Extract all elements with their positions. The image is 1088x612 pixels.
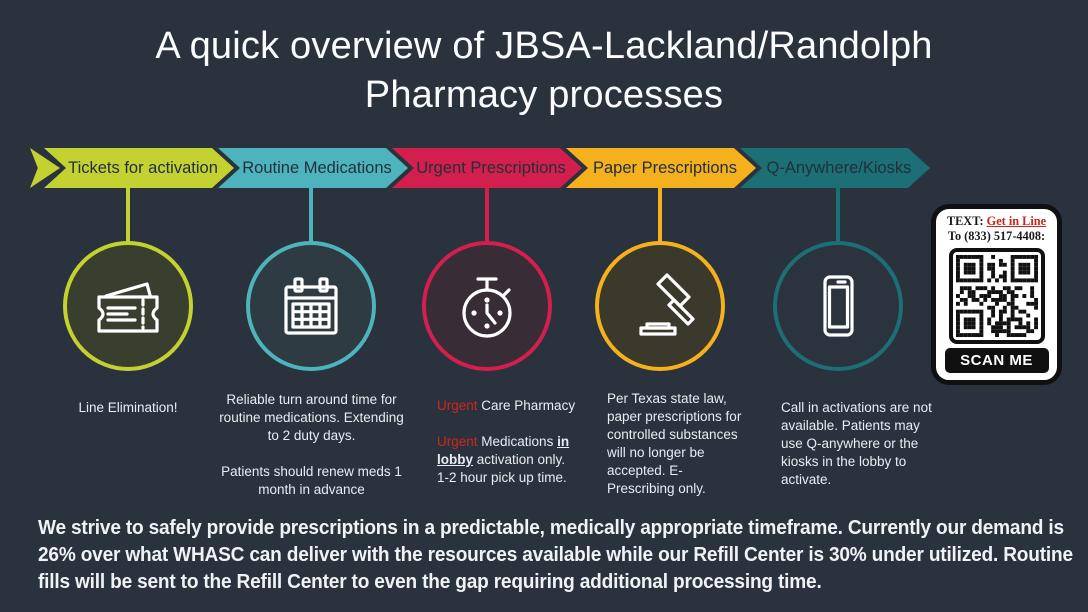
description-text: Line Elimination! [78, 400, 178, 415]
gavel-icon [639, 273, 695, 336]
banner-label: Urgent Prescriptions [416, 158, 566, 177]
page-title-text: A quick overview of JBSA-Lackland/Randol… [155, 25, 933, 116]
calendar-icon [284, 277, 338, 335]
description-text: Patients should renew meds 1 month in ad… [221, 463, 402, 497]
circle-paper [595, 241, 725, 371]
description-routine: Reliable turn around time for routine me… [219, 391, 404, 499]
description-paper: Per Texas state law, paper prescriptions… [607, 390, 745, 498]
in-lobby-emphasis: in lobby [437, 433, 570, 467]
qr-code [948, 247, 1045, 344]
banner-label: Paper Prescriptions [593, 158, 737, 177]
connector-line [309, 186, 313, 243]
qr-code-pattern [955, 254, 1038, 337]
banner-paper-prescriptions: Paper Prescriptions [566, 148, 756, 188]
banner-label: Tickets for activation [68, 158, 218, 177]
description-text: Urgent Care Pharmacy [437, 398, 576, 413]
qr-phone-number: To (833) 517-4408: [947, 229, 1046, 244]
banner-label: Q-Anywhere/Kiosks [766, 158, 912, 177]
banner-q-anywhere-kiosks: Q-Anywhere/Kiosks [740, 148, 930, 188]
description-text: Urgent Medications in lobby activation o… [437, 433, 570, 485]
banner-tickets-for-activation: Tickets for activation [44, 148, 234, 188]
description-text: Call in activations are not available. P… [781, 400, 932, 487]
ticket-icon [97, 282, 159, 333]
circle-kiosk [773, 241, 903, 371]
description-tickets: Line Elimination! [48, 399, 208, 417]
urgent-highlight: Urgent [437, 398, 478, 413]
urgent-highlight: Urgent [437, 433, 478, 449]
circle-urgent [422, 241, 552, 371]
connector-line [836, 186, 840, 243]
page-title: A quick overview of JBSA-Lackland/Randol… [0, 22, 1088, 119]
banner-routine-medications: Routine Medications [218, 148, 408, 188]
connector-line [485, 186, 489, 243]
qr-card-header: TEXT: Get in Line To (833) 517-4408: [946, 214, 1047, 244]
description-text: Reliable turn around time for routine me… [219, 392, 404, 443]
circle-routine [246, 241, 376, 371]
banner-urgent-prescriptions: Urgent Prescriptions [392, 148, 582, 188]
footer-paragraph: We strive to safely provide prescription… [38, 516, 1073, 594]
scan-me-label: SCAN ME [944, 347, 1049, 373]
phone-icon [823, 275, 854, 337]
description-kiosk: Call in activations are not available. P… [781, 399, 939, 489]
description-urgent: Urgent Care Pharmacy Urgent Medications … [437, 397, 589, 487]
description-text: Per Texas state law, paper prescriptions… [607, 391, 742, 496]
connector-line [658, 186, 662, 243]
circle-tickets [63, 241, 193, 371]
qr-card: TEXT: Get in Line To (833) 517-4408: SCA… [931, 204, 1062, 385]
get-in-line-link: Get in Line [986, 214, 1047, 228]
connector-line [126, 186, 130, 243]
stopwatch-icon [462, 277, 512, 338]
banner-label: Routine Medications [242, 158, 392, 177]
